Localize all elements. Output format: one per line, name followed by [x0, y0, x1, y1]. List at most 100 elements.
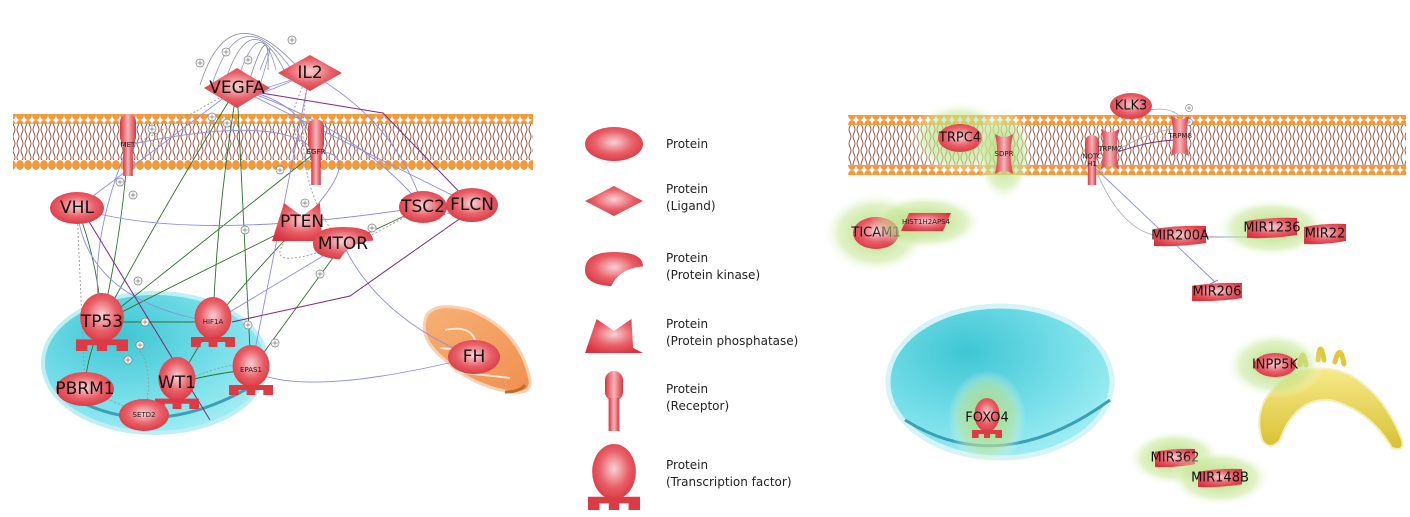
activation-symbol — [147, 124, 157, 134]
node-setd2[interactable]: SETD2 — [119, 399, 169, 431]
node-label: PTEN — [280, 212, 324, 232]
node-label: EGFR — [307, 148, 326, 156]
legend-shape-ligand-icon — [585, 186, 643, 216]
node-pbrm1[interactable]: PBRM1 — [55, 372, 115, 406]
legend-item-transcription-factor: Protein(Transcription factor) — [588, 444, 792, 510]
legend-shape-phosphatase-icon — [585, 319, 643, 353]
interaction-edge — [247, 45, 269, 86]
interaction-edge — [1094, 167, 1216, 283]
node-trpm8[interactable]: TRPM8 — [1167, 116, 1192, 156]
node-egfr[interactable]: EGFR — [307, 119, 326, 185]
activation-symbol — [115, 177, 125, 187]
node-label: MIR1236 — [1243, 221, 1300, 236]
legend-shape-kinase-icon — [585, 252, 643, 287]
node-wt1[interactable]: WT1 — [155, 357, 199, 409]
legend-label: Protein — [666, 182, 708, 196]
activation-symbol — [287, 35, 297, 45]
node-hif1a[interactable]: HIF1A — [191, 297, 235, 347]
activation-symbol — [123, 355, 133, 365]
interaction-edge — [259, 48, 271, 86]
node-mir200a[interactable]: MIR200A — [1151, 225, 1209, 247]
interaction-edge — [310, 73, 424, 208]
interaction-edge — [231, 214, 466, 323]
legend-item-ligand: Protein(Ligand) — [585, 182, 716, 216]
legend-label: Protein — [666, 251, 708, 265]
right-network: KLK3TRPC4SDPRNOTCH1TRPM2TRPM8TICAM1HIST1… — [822, 93, 1406, 507]
node-label: SDPR — [995, 150, 1014, 158]
node-label: MIR22 — [1305, 227, 1346, 242]
node-fh[interactable]: FH — [448, 340, 500, 374]
node-label: MET — [121, 141, 136, 149]
node-hist1h2aps4[interactable]: HIST1H2APS4 — [869, 193, 983, 251]
node-mtor[interactable]: MTOR — [313, 227, 373, 260]
legend-item-phosphatase: Protein(Protein phosphatase) — [585, 317, 798, 353]
node-tp53[interactable]: TP53 — [75, 293, 128, 351]
interaction-edge — [76, 88, 237, 209]
interaction-edge — [199, 33, 301, 86]
node-mir206[interactable]: MIR206 — [1192, 282, 1242, 302]
node-label: INPP5K — [1252, 358, 1299, 373]
node-label: TSC2 — [400, 197, 445, 217]
node-klk3[interactable]: KLK3 — [1110, 93, 1152, 119]
interaction-edge — [292, 72, 316, 152]
activation-symbol — [275, 165, 285, 175]
node-tsc2[interactable]: TSC2 — [399, 191, 447, 223]
node-label: VHL — [60, 198, 94, 218]
node-epas1[interactable]: EPAS1 — [229, 345, 273, 395]
interaction-edge — [235, 41, 277, 86]
legend-shape-receptor-icon — [605, 371, 623, 431]
legend-sublabel: (Protein kinase) — [666, 268, 760, 282]
activation-symbol — [207, 112, 217, 122]
node-mir148b[interactable]: MIR148B — [1168, 449, 1272, 507]
node-trpm2[interactable]: TRPM2 — [1097, 129, 1122, 169]
activation-symbol — [135, 340, 145, 350]
interaction-edge — [236, 87, 423, 207]
node-label: EPAS1 — [240, 366, 262, 374]
interaction-edge — [237, 88, 473, 206]
interaction-edge — [128, 129, 317, 153]
legend-sublabel: (Receptor) — [666, 399, 729, 413]
activation-symbol — [243, 320, 253, 330]
activation-symbol — [195, 58, 205, 68]
node-pten[interactable]: PTEN — [272, 203, 332, 241]
legend-label: Protein — [666, 382, 708, 396]
node-vhl[interactable]: VHL — [50, 192, 104, 224]
node-met[interactable]: MET — [120, 114, 136, 176]
node-mir22[interactable]: MIR22 — [1304, 223, 1346, 245]
activation-symbol — [128, 190, 138, 200]
activation-symbol — [300, 198, 310, 208]
activation-symbol — [270, 338, 280, 348]
activation-symbol — [222, 118, 232, 128]
activation-symbol — [140, 317, 150, 327]
legend-item-receptor: Protein (Receptor) — [605, 371, 729, 431]
node-inpp5k[interactable]: INPP5K — [1225, 331, 1325, 399]
legend-shape-transcription-factor-icon — [588, 444, 640, 510]
node-il2[interactable]: IL2 — [278, 55, 342, 91]
activation-symbol — [367, 223, 377, 233]
interaction-edge — [1094, 167, 1159, 237]
activation-symbol — [221, 47, 231, 57]
right-nodes: KLK3TRPC4SDPRNOTCH1TRPM2TRPM8TICAM1HIST1… — [822, 93, 1346, 507]
legend-label: Protein — [666, 137, 708, 151]
node-vegfa[interactable]: VEGFA — [204, 68, 270, 108]
interaction-edge — [211, 36, 293, 86]
node-label: TRPM8 — [1167, 132, 1192, 140]
interaction-edge — [101, 152, 316, 323]
node-sdpr[interactable]: SDPR — [975, 106, 1033, 202]
node-flcn[interactable]: FLCN — [446, 188, 498, 222]
interaction-edge — [343, 244, 475, 358]
inhibition-bar — [1209, 279, 1219, 285]
node-label: HIF1A — [203, 318, 224, 326]
node-mir1236[interactable]: MIR1236 — [1215, 198, 1329, 258]
node-label: TP53 — [80, 312, 123, 332]
interaction-edge — [251, 356, 475, 383]
interaction-edge — [250, 244, 343, 371]
node-foxo4[interactable]: FOXO4 — [948, 370, 1026, 466]
legend-label: Protein — [666, 458, 708, 472]
node-label: HIST1H2APS4 — [902, 218, 951, 226]
node-label: MIR148B — [1191, 471, 1249, 486]
